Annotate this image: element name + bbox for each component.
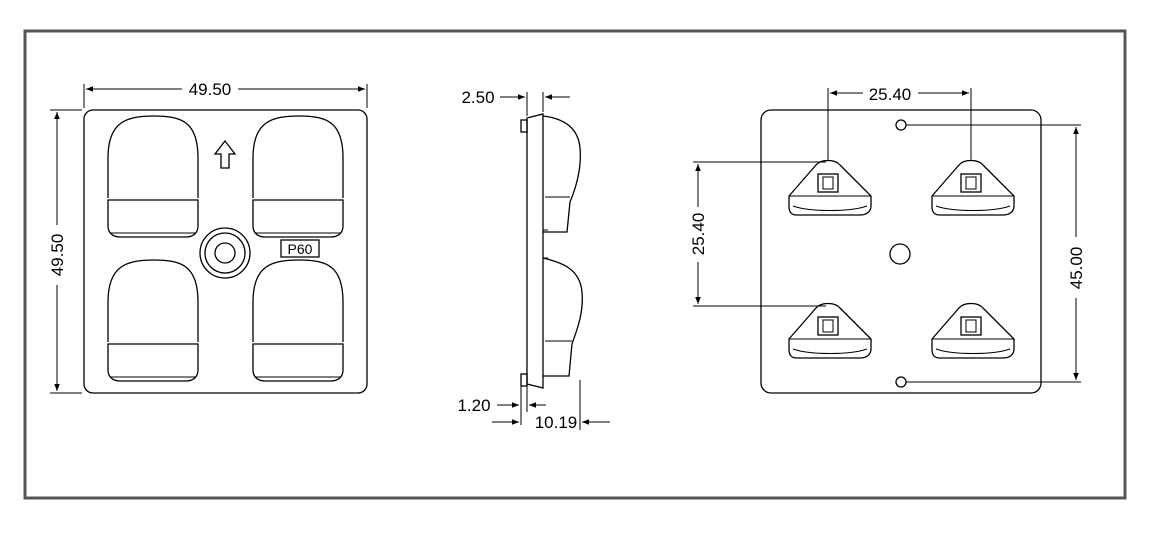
side-lens-lower [542, 257, 583, 377]
side-base-plate [526, 113, 544, 389]
side-depth-dim: 10.19 [535, 413, 578, 432]
back-hole-spacing-dim: 45.00 [1067, 247, 1086, 290]
side-view: 2.50 1.20 10.19 [457, 88, 610, 432]
back-vertical-pitch-dim: 25.40 [689, 213, 708, 256]
center-boss [199, 227, 251, 279]
part-label-box [280, 239, 320, 258]
led-holder-top-left [788, 159, 872, 216]
front-view: P60 49.50 49.50 [48, 80, 368, 394]
side-base-dim: 1.20 [457, 396, 490, 415]
center-hole [889, 243, 911, 265]
side-lens-upper [542, 115, 581, 233]
back-horizontal-pitch-dim: 25.40 [869, 85, 912, 104]
front-height-dim: 49.50 [48, 234, 67, 277]
lens-bottom-right [252, 259, 344, 382]
front-body-outline [83, 109, 368, 394]
back-view: 25.40 25.40 45.00 [689, 85, 1086, 394]
back-body-outline [760, 109, 1042, 394]
front-width-dim: 49.50 [189, 80, 232, 99]
lens-bottom-left [107, 259, 199, 382]
mounting-hole-bottom [895, 376, 907, 388]
side-top-thickness-dim: 2.50 [461, 88, 494, 107]
mounting-hole-top [895, 119, 907, 131]
lens-top-right [252, 115, 344, 238]
led-holder-top-right [931, 159, 1015, 216]
led-holder-bottom-left [788, 302, 872, 359]
part-label: P60 [288, 241, 313, 257]
drawing-frame [23, 29, 1127, 500]
led-holder-bottom-right [931, 302, 1015, 359]
orientation-arrow-icon [213, 139, 237, 169]
lens-top-left [107, 115, 199, 238]
